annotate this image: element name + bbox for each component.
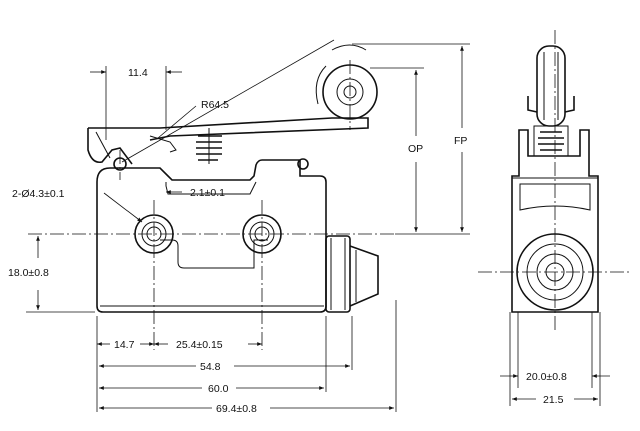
label-free-position: FP — [454, 135, 467, 147]
dim-radius: R64.5 — [121, 39, 335, 163]
dim-holes: 2-Ø4.3±0.1 — [12, 188, 143, 223]
lever-spring — [196, 128, 222, 164]
dim-lever-offset: 11.4 — [90, 66, 182, 140]
dim-60-0: 60.0 — [99, 383, 324, 395]
switch-housing — [96, 159, 327, 313]
roller-side — [527, 45, 575, 127]
label-radius: R64.5 — [201, 99, 229, 111]
dim-side-width-outer: 21.5 — [511, 394, 598, 406]
label-lever-offset: 11.4 — [128, 67, 148, 79]
housing-recess — [160, 239, 268, 269]
label-dim-14-7: 14.7 — [114, 339, 135, 351]
side-inner-frame — [519, 183, 591, 211]
label-dim-60-0: 60.0 — [208, 383, 229, 395]
dim-overall-length: 69.4±0.8 — [99, 403, 394, 415]
label-holes: 2-Ø4.3±0.1 — [12, 188, 65, 200]
dim-operating-position: OP — [408, 70, 423, 232]
dim-height: 18.0±0.8 — [8, 236, 95, 313]
side-view: 20.0±0.8 21.5 — [478, 30, 630, 406]
dim-54-8: 54.8 — [99, 361, 350, 373]
side-housing — [511, 129, 599, 313]
label-dim-54-8: 54.8 — [200, 361, 221, 373]
roller-front — [315, 44, 378, 120]
label-operating-position: OP — [408, 143, 423, 155]
dim-side-width-inner: 20.0±0.8 — [500, 371, 610, 383]
label-height: 18.0±0.8 — [8, 267, 49, 279]
lever-arm — [87, 117, 369, 171]
pivot-screw-hole — [297, 158, 309, 170]
label-side-width-outer: 21.5 — [543, 394, 564, 406]
label-side-width-inner: 20.0±0.8 — [526, 371, 567, 383]
front-view: 11.4 R64.5 2-Ø4.3±0.1 2.1±0.1 18.0±0.8 — [8, 39, 470, 415]
label-overall-length: 69.4±0.8 — [216, 403, 257, 415]
dim-free-position: FP — [454, 46, 467, 232]
side-spring — [533, 125, 569, 157]
housing-inner-step — [165, 181, 257, 195]
dim-slot-depth: 2.1±0.1 — [166, 187, 225, 199]
plunger-boss — [325, 235, 379, 313]
label-slot-depth: 2.1±0.1 — [190, 187, 225, 199]
dim-hole-positions: 14.7 25.4±0.15 — [97, 339, 262, 351]
label-hole-spacing: 25.4±0.15 — [176, 339, 223, 351]
